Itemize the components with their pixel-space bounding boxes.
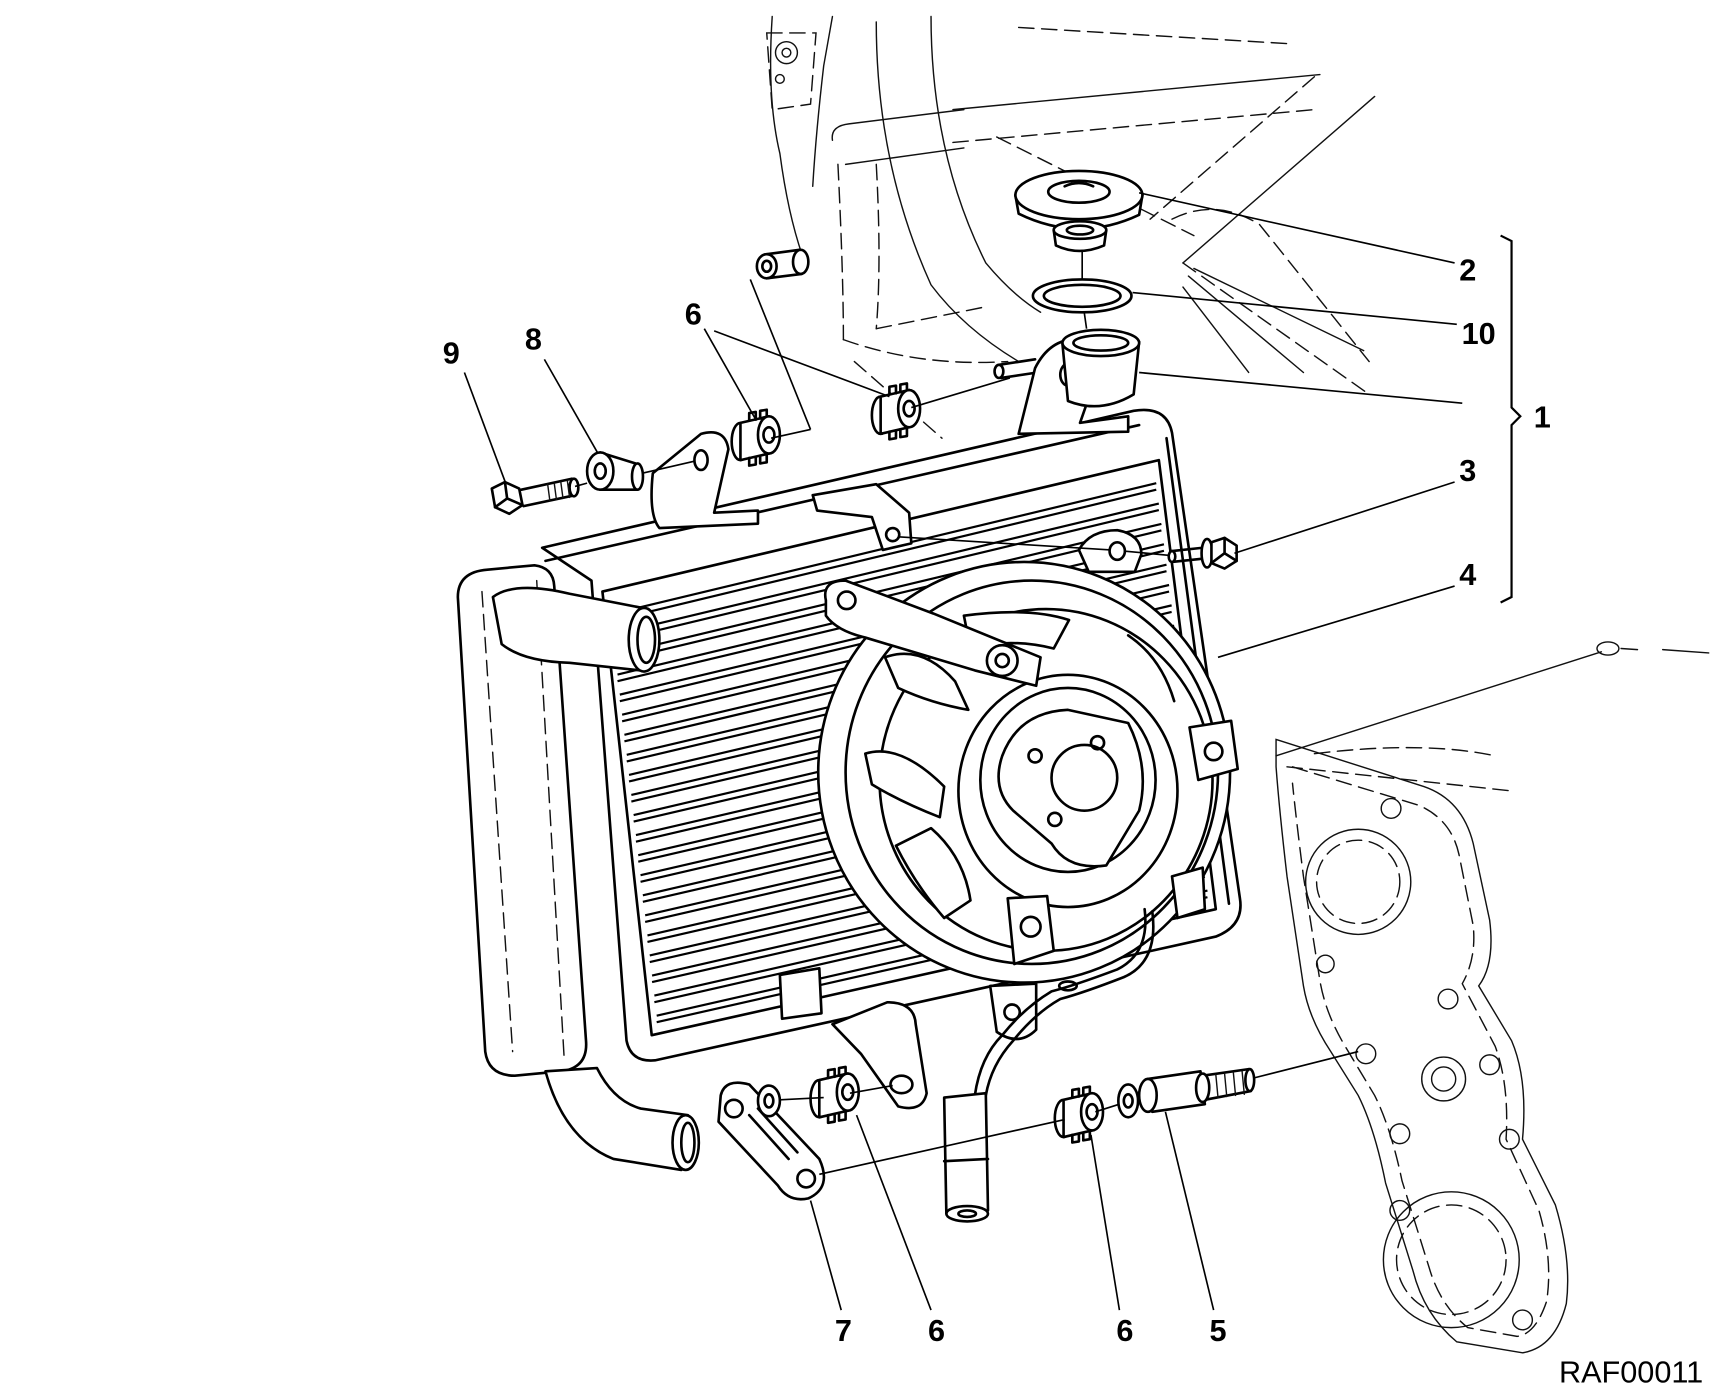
- leader-lines: [463, 192, 1463, 1311]
- grommet-6: [870, 382, 922, 441]
- fan-connector: [942, 1091, 990, 1220]
- radiator-fin-line: [612, 502, 1160, 636]
- callout-4: 4: [1459, 558, 1476, 592]
- fan-mount-tab-bottom: [1006, 894, 1056, 966]
- assembly-bracket: [1500, 234, 1522, 604]
- radiator-fin-line: [610, 488, 1157, 623]
- upper-left-bracket: [650, 431, 760, 530]
- lower-hose: [544, 1066, 690, 1172]
- radiator-core: [601, 458, 1218, 1037]
- fan-blade: [883, 652, 970, 712]
- shoulder-bolt-5: [1117, 1067, 1256, 1119]
- filler-neck: [1061, 340, 1141, 408]
- callout-2: 2: [1459, 253, 1476, 287]
- fan-blade: [863, 750, 946, 819]
- callout-9: 9: [443, 337, 460, 371]
- figure-code: RAF00011: [1559, 1355, 1703, 1389]
- lower-tab: [778, 967, 823, 1021]
- callout-3: 3: [1459, 454, 1476, 488]
- callout-8: 8: [525, 322, 542, 356]
- engine-cover-outline: [1275, 641, 1710, 1354]
- callout-6-bottom-right: 6: [1116, 1314, 1133, 1348]
- motor-hub: [1050, 743, 1119, 812]
- fan-mount-tab-right: [1188, 719, 1240, 782]
- callout-6-top: 6: [685, 297, 702, 331]
- callout-1: 1: [1534, 400, 1551, 434]
- fan-mount-tab-lower: [988, 982, 1038, 1041]
- callout-6-bottom-left: 6: [928, 1314, 945, 1348]
- grommet-6: [1053, 1085, 1105, 1144]
- callout-labels: 2 10 1 3 4 6 9 8 7 6 6 5: [443, 253, 1551, 1347]
- callout-7: 7: [835, 1314, 852, 1348]
- radiator-fin-line: [612, 509, 1160, 643]
- callout-5: 5: [1209, 1314, 1226, 1348]
- fan-blade: [894, 826, 972, 920]
- radiator-cap: [1014, 169, 1144, 253]
- fan-wire: [973, 907, 1147, 1097]
- fan-mount-tab-right-lower: [1170, 866, 1207, 920]
- radiator-fin-line: [614, 522, 1162, 656]
- cap-gasket: [1031, 278, 1133, 314]
- link-7: [717, 1081, 826, 1201]
- spacer-8: [585, 451, 645, 492]
- bolt-9: [490, 477, 580, 516]
- radiator-left-tank: [456, 563, 588, 1078]
- grommet-6: [809, 1065, 861, 1125]
- callout-10: 10: [1462, 317, 1496, 351]
- bolt-3: [1167, 536, 1238, 570]
- cooling-fan: [816, 560, 1240, 1223]
- assembly-lines: [574, 249, 1359, 1176]
- lower-bracket: [831, 1000, 928, 1110]
